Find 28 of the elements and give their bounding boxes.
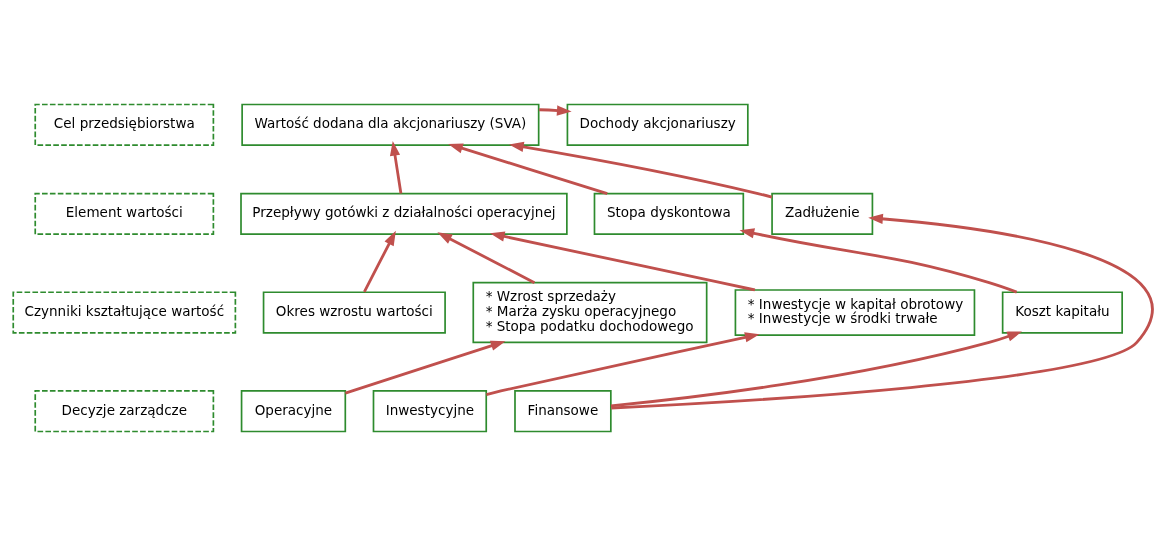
node-box: Okres wzrostu wartości [262, 290, 446, 334]
node-box: * Inwestycje w kapitał obrotowy * Inwestycje w środki trwałe [734, 288, 976, 336]
arrow [539, 104, 572, 116]
node-box: Inwestycyjne [372, 389, 488, 432]
arrow [486, 331, 760, 396]
arrow [610, 330, 1022, 407]
arrow [739, 227, 1018, 293]
node-box: Element wartości [34, 192, 215, 235]
arrow [611, 213, 1153, 409]
node-box: Koszt kapitału [1001, 290, 1123, 334]
node-box: Stopa dyskontowa [593, 192, 745, 235]
node-box: Zadłużenie [771, 192, 874, 235]
node-box: * Wzrost sprzedaży * Marża zysku operacyjnego * Stopa podatku dochodowego [472, 281, 708, 343]
node-box: Operacyjne [240, 389, 347, 432]
node-box: Wartość dodana dla akcjonariuszy (SVA) [241, 103, 540, 146]
arrow [363, 230, 396, 293]
node-box: Czynniki kształtujące wartość [12, 290, 237, 334]
arrow [489, 230, 756, 291]
node-box: Cel przedsiębiorstwa [34, 103, 215, 146]
arrow [344, 340, 506, 395]
arrow [437, 231, 536, 284]
node-box: Finansowe [514, 389, 612, 432]
arrow [509, 141, 773, 199]
arrow [448, 142, 608, 195]
node-box: Dochody akcjonariuszy [566, 103, 749, 146]
node-box: Przepływy gotówki z działalności operacyjnej [240, 192, 568, 235]
node-box: Decyzje zarządcze [34, 389, 215, 432]
arrow [389, 140, 403, 194]
